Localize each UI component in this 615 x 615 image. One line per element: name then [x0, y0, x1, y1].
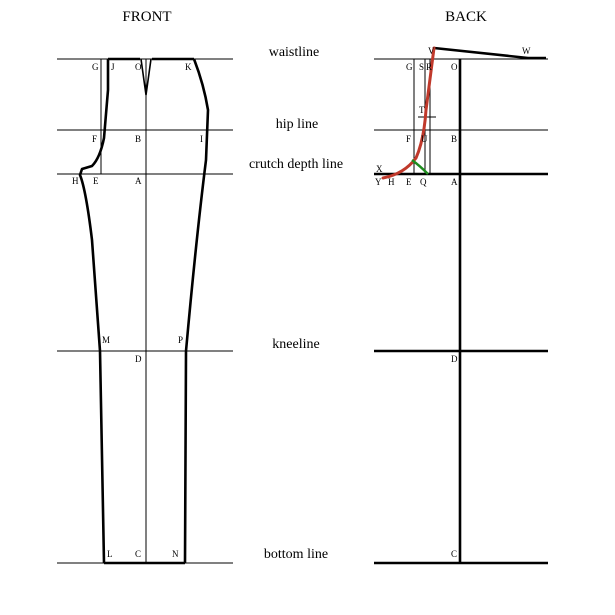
bottom-line-label: bottom line	[264, 547, 328, 562]
back-point-C: C	[451, 549, 457, 559]
back-point-F: F	[406, 134, 411, 144]
back-point-D: D	[451, 354, 458, 364]
crutch-depth-line-label: crutch depth line	[249, 157, 343, 172]
front-point-F: F	[92, 134, 97, 144]
front-point-I: I	[200, 134, 203, 144]
front-point-P: P	[178, 335, 183, 345]
hip-line-label: hip line	[276, 117, 318, 132]
front-point-D: D	[135, 354, 142, 364]
front-point-E: E	[93, 176, 99, 186]
front-point-L: L	[107, 549, 113, 559]
back-title: BACK	[445, 9, 487, 25]
back-point-V: V	[428, 46, 435, 56]
back-point-G: G	[406, 62, 413, 72]
back-point-S: S	[419, 62, 424, 72]
front-point-H: H	[72, 176, 79, 186]
back-point-T: T	[419, 105, 425, 115]
back-point-Y: Y	[375, 177, 382, 187]
front-point-G: G	[92, 62, 99, 72]
front-point-A: A	[135, 176, 142, 186]
back-point-E: E	[406, 177, 412, 187]
back-point-R: R	[426, 62, 432, 72]
back-waist-edge	[433, 46, 546, 60]
front-point-J: J	[111, 62, 115, 72]
back-seat-seam	[381, 46, 436, 180]
front-point-labels: G J O K F B I H E A M D P L C N	[72, 62, 203, 559]
front-point-C: C	[135, 549, 141, 559]
front-point-B: B	[135, 134, 141, 144]
back-point-X: X	[376, 164, 383, 174]
front-right-outline	[183, 58, 210, 564]
front-dart	[140, 58, 152, 96]
back-point-A: A	[451, 177, 458, 187]
back-point-Q: Q	[420, 177, 427, 187]
back-point-H: H	[388, 177, 395, 187]
back-point-O: O	[451, 62, 458, 72]
waistline-label: waistline	[269, 45, 320, 60]
front-title: FRONT	[122, 9, 171, 25]
back-point-labels: V W G S R O T F U B X Y H E Q A D C	[375, 46, 531, 559]
front-point-M: M	[102, 335, 110, 345]
front-point-N: N	[172, 549, 179, 559]
back-bold-lines	[374, 46, 548, 565]
back-point-W: W	[522, 46, 531, 56]
back-point-B: B	[451, 134, 457, 144]
kneeline-label: kneeline	[272, 337, 319, 352]
front-left-outline	[78, 59, 110, 564]
back-point-U: U	[421, 134, 428, 144]
front-point-K: K	[185, 62, 192, 72]
front-point-O: O	[135, 62, 142, 72]
front-outline	[78, 57, 210, 565]
back-crutch-curve	[411, 159, 429, 175]
